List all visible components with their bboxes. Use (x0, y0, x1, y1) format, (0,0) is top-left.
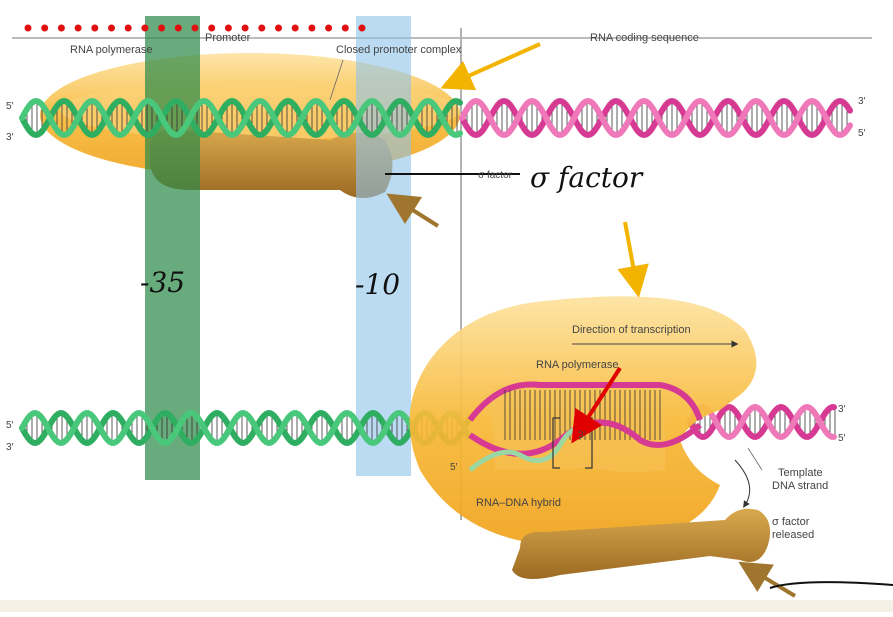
end-3-top-left: 3′ (6, 132, 14, 143)
brown-arrow-released (738, 561, 797, 598)
orange-arrow-top (440, 42, 541, 91)
handwritten-minus35: -35 (140, 266, 185, 299)
sigma-factor-top (150, 129, 393, 199)
end-3-bottom-right: 3′ (838, 404, 846, 415)
minus35-highlight (145, 16, 200, 480)
label-rna-dna-hybrid: RNA–DNA hybrid (476, 497, 561, 509)
end-5-bottom-left: 5′ (6, 420, 14, 431)
orange-arrow-middle (617, 221, 649, 298)
label-rna-polymerase-top: RNA polymerase (70, 44, 153, 56)
dna-bottom-right (687, 404, 837, 440)
label-rna-polymerase-bottom: RNA polymerase (536, 359, 619, 371)
dna-top-coding (459, 97, 853, 139)
red-arrow-hybrid (571, 366, 622, 444)
brown-arrow-sigma (386, 193, 440, 228)
released-pointer-line (769, 581, 893, 589)
label-rna-coding: RNA coding sequence (590, 32, 699, 44)
label-direction: Direction of transcription (572, 324, 691, 336)
label-promoter: Promoter (205, 32, 251, 44)
label-sigma-small: σ factor (478, 170, 513, 181)
minus10-highlight (356, 16, 411, 476)
handwritten-sigma-factor: σ factor (530, 161, 644, 194)
end-5-rna: 5′ (450, 462, 458, 473)
sigma-factor-released (512, 508, 771, 579)
end-5-bottom-right: 5′ (838, 433, 846, 444)
dna-top-promoter (19, 97, 463, 139)
end-3-bottom-left: 3′ (6, 442, 14, 453)
end-3-rna: 3′ (578, 430, 586, 441)
handwritten-minus10: -10 (355, 268, 400, 301)
end-3-top-right: 3′ (858, 96, 866, 107)
label-closed-complex: Closed promoter complex (336, 44, 462, 56)
end-5-top-left: 5′ (6, 101, 14, 112)
release-arrow (734, 459, 751, 508)
end-5-top-right: 5′ (858, 128, 866, 139)
red-dotted-annotation (24, 24, 366, 32)
